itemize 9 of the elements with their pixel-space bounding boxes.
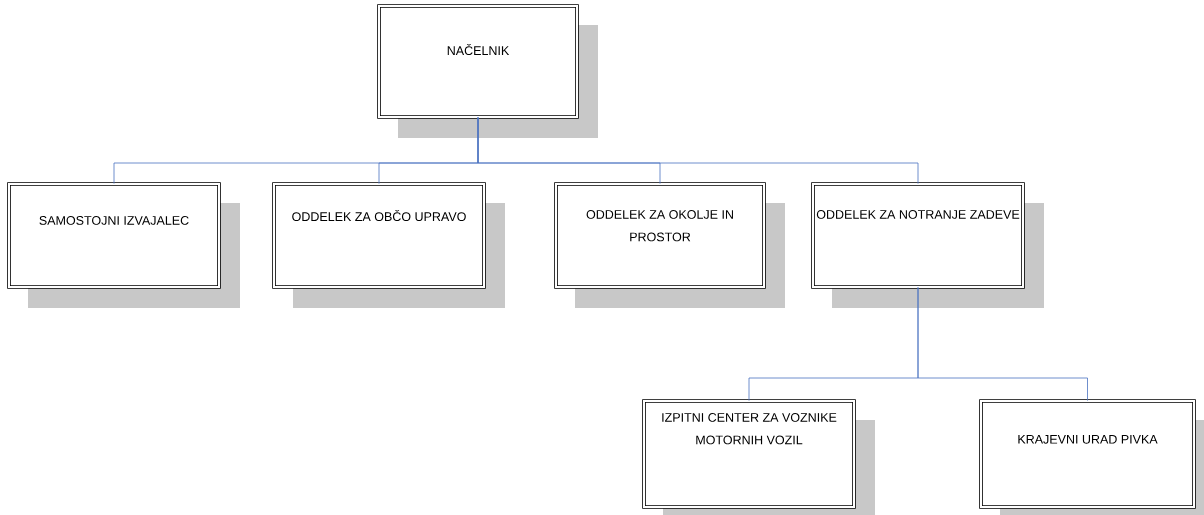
org-box: SAMOSTOJNI IZVAJALEC <box>7 182 240 308</box>
org-box: KRAJEVNI URAD PIVKA <box>979 399 1204 515</box>
org-box: ODDELEK ZA NOTRANJE ZADEVE <box>811 182 1044 308</box>
org-box: ODDELEK ZA OKOLJE IN PROSTOR <box>554 182 785 308</box>
org-box: ODDELEK ZA OBČO UPRAVO <box>272 182 505 308</box>
org-box: IZPITNI CENTER ZA VOZNIKE MOTORNIH VOZIL <box>642 399 875 515</box>
org-box: NAČELNIK <box>377 4 598 138</box>
connector-line <box>917 287 1088 401</box>
connector-line <box>477 117 919 184</box>
